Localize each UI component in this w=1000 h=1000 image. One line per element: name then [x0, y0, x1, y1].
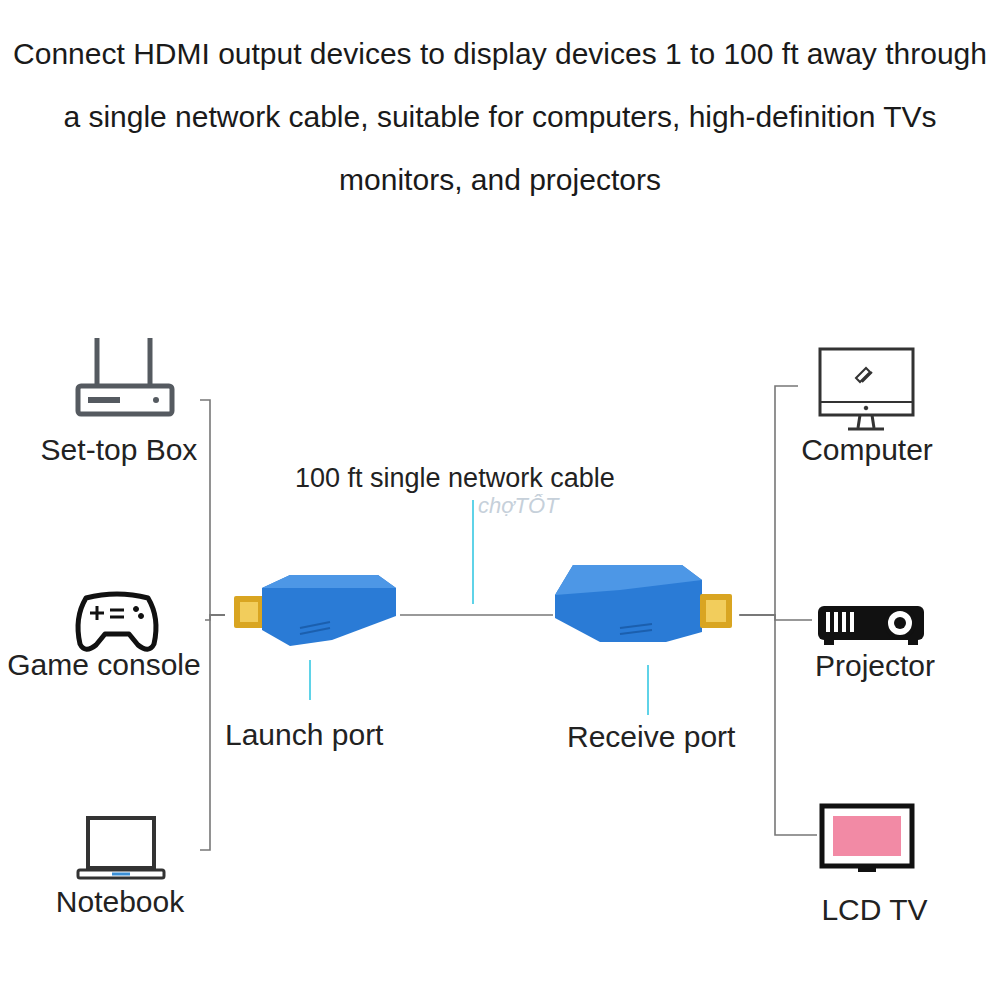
gamepad-icon — [78, 594, 156, 649]
set-top-box-icon — [78, 338, 172, 414]
node-label: Projector — [812, 649, 938, 683]
device-node: Notebook — [40, 810, 200, 922]
launch-extender — [234, 575, 396, 646]
device-node: LCD TV — [817, 800, 932, 930]
connector — [200, 615, 225, 850]
node-label: Receive port — [553, 720, 739, 754]
connector — [400, 614, 553, 616]
node-label: Launch port — [225, 718, 400, 752]
node-label: Set-top Box — [38, 433, 200, 467]
device-node: Set-top Box — [38, 330, 200, 470]
device-node: Projector — [812, 598, 938, 686]
computer-icon — [820, 349, 913, 429]
notebook-icon — [78, 818, 164, 878]
node-label: Game console — [3, 648, 205, 682]
extender-node: Launch port — [225, 568, 400, 755]
edge-label: 100 ft single network cable — [291, 462, 619, 494]
lcd-tv-icon — [822, 806, 912, 872]
extender-node: Receive port — [553, 558, 739, 758]
watermark: chợTỐT — [478, 493, 559, 519]
device-node: Game console — [3, 585, 205, 685]
connector — [739, 615, 817, 835]
node-label: Notebook — [40, 885, 200, 919]
connector — [739, 386, 798, 615]
leader-line — [310, 500, 648, 715]
projector-icon — [818, 606, 924, 645]
title: Connect HDMI output devices to display d… — [10, 22, 990, 211]
node-label: LCD TV — [817, 893, 932, 927]
receive-extender — [555, 565, 732, 642]
device-node: Computer — [798, 340, 936, 470]
node-label: Computer — [798, 433, 936, 467]
connector — [200, 400, 225, 615]
